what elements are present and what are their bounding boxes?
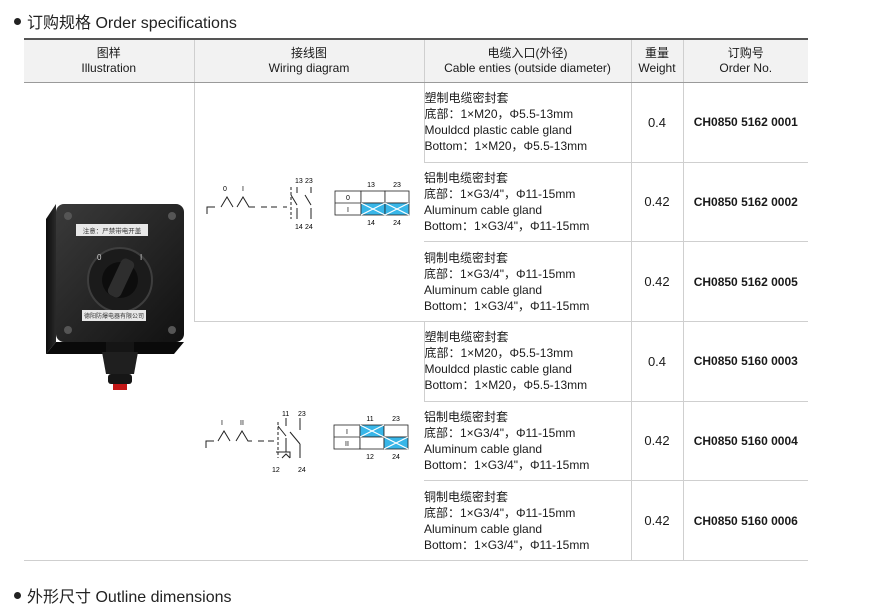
- wiring1-position-0: 0: [223, 186, 227, 193]
- weight-cell: 0.4: [630, 321, 683, 402]
- product-illustration: 注意：严禁带电开盖 0 I 德阳防爆电器有限公司: [46, 203, 184, 390]
- order-no-cell: CH0850 5162 0002: [682, 162, 808, 243]
- section-title-text: 外形尺寸 Outline dimensions: [27, 589, 232, 606]
- header-cable-entries: 电缆入口(外径)Cable enties (outside diameter): [423, 38, 631, 83]
- order-no-cell: CH0850 5160 0006: [682, 480, 808, 561]
- section-title-outline-dimensions: 外形尺寸 Outline dimensions: [14, 583, 232, 607]
- knob-handle-icon: [107, 258, 135, 297]
- wiring2-terminal-bottom-1: 24: [298, 467, 306, 474]
- wiring2-table-top-1: 23: [392, 416, 400, 423]
- wiring-diagram-cell-2: I II 11 23 12 24 11 23: [194, 321, 424, 561]
- wiring2-table-position-1: II: [345, 441, 349, 448]
- knob-mark-off: 0: [97, 253, 102, 262]
- wiring1-table-bottom-0: 14: [367, 220, 375, 227]
- section-title-order-specifications: 订购规格 Order specifications: [14, 9, 237, 33]
- wiring1-table-bottom-1: 24: [393, 220, 401, 227]
- bullet-icon: [14, 18, 21, 26]
- wiring-diagram-2: I II 11 23 12 24 11 23: [205, 411, 409, 474]
- weight-cell: 0.42: [630, 401, 683, 482]
- wiring-diagram-cell-1: 0 I 13 23 14 24 13 23: [193, 82, 424, 322]
- bullet-icon: [14, 592, 21, 600]
- order-no-cell: CH0850 5160 0003: [682, 321, 808, 402]
- wiring2-terminal-top-0: 11: [282, 411, 289, 418]
- weight-cell: 0.42: [630, 241, 683, 322]
- table-row: 注意：严禁带电开盖 0 I 德阳防爆电器有限公司: [24, 82, 808, 561]
- wiring1-table-position-0: 0: [346, 195, 350, 202]
- wiring2-table-bottom-1: 24: [392, 454, 400, 461]
- weight-cell: 0.42: [630, 480, 683, 561]
- order-no-cell: CH0850 5162 0005: [682, 241, 808, 322]
- weight-cell: 0.42: [630, 162, 683, 243]
- wiring2-terminal-bottom-0: 12: [272, 467, 280, 474]
- order-no-cell: CH0850 5160 0004: [682, 401, 808, 482]
- illustration-cell: 注意：严禁带电开盖 0 I 德阳防爆电器有限公司: [24, 82, 194, 561]
- wiring2-table-bottom-0: 12: [366, 454, 374, 461]
- order-no-cell: CH0850 5162 0001: [682, 82, 808, 163]
- wiring1-table-top-0: 13: [367, 182, 375, 189]
- wiring1-position-1: I: [242, 186, 244, 193]
- weight-cell: 0.4: [630, 82, 683, 163]
- wiring2-position-1: II: [240, 420, 244, 427]
- wiring1-terminal-top-0: 13: [295, 178, 303, 185]
- cable-gland-seal-icon: [113, 383, 127, 390]
- wiring2-terminal-top-1: 23: [298, 411, 306, 418]
- section-title-text: 订购规格 Order specifications: [27, 15, 237, 32]
- product-label-bottom: 德阳防爆电器有限公司: [84, 312, 144, 320]
- wiring2-position-0: I: [221, 420, 223, 427]
- wiring2-table-top-0: 11: [366, 416, 373, 423]
- wiring1-terminal-bottom-0: 14: [295, 224, 303, 231]
- wiring1-terminal-bottom-1: 24: [305, 224, 313, 231]
- product-label-top: 注意：严禁带电开盖: [83, 226, 142, 235]
- wiring1-table-top-1: 23: [393, 182, 401, 189]
- wiring1-table-position-1: I: [347, 207, 349, 214]
- wiring2-table-position-0: I: [346, 429, 348, 436]
- knob-mark-on: I: [140, 253, 142, 262]
- wiring-diagram-1: 0 I 13 23 14 24 13 23: [206, 178, 409, 231]
- wiring1-terminal-top-1: 23: [305, 178, 313, 185]
- table-row: I II 11 23 12 24 11 23: [24, 321, 808, 561]
